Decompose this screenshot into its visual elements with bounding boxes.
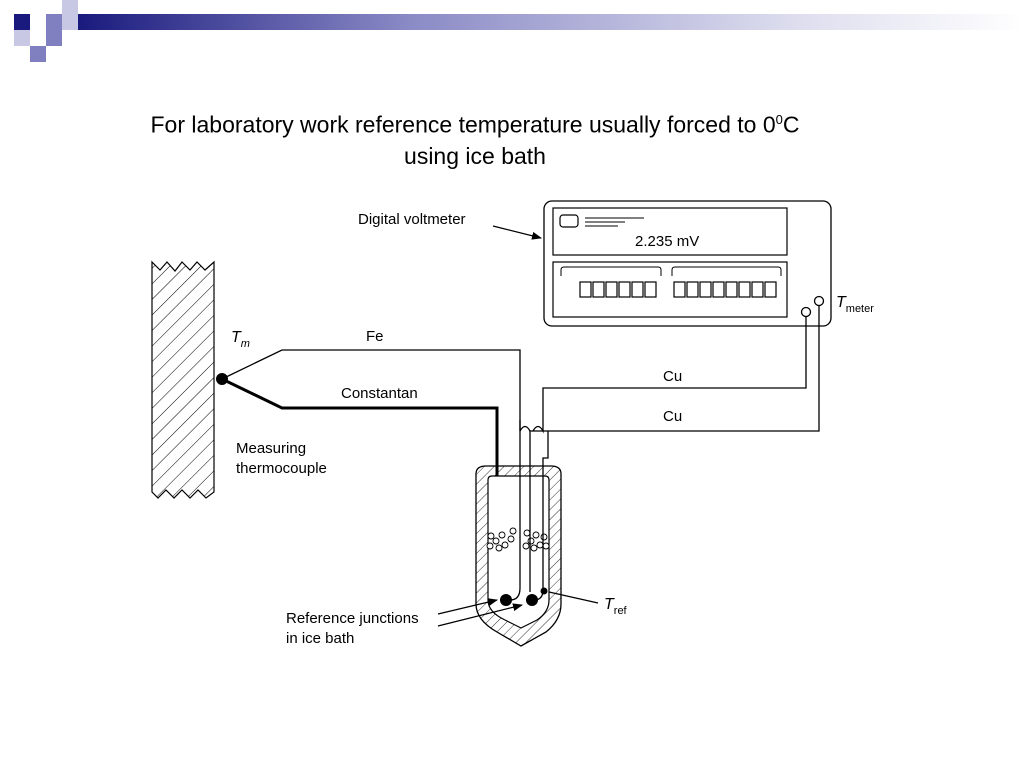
ice-piece <box>530 544 538 552</box>
ice-piece <box>501 541 509 549</box>
cu-label-upper: Cu <box>663 368 682 385</box>
ice-piece <box>507 535 515 543</box>
ice-piece <box>527 537 535 545</box>
voltmeter-reading: 2.235 mV <box>635 233 699 250</box>
keypad-button <box>712 281 725 298</box>
keypad-button <box>592 281 605 298</box>
keypad-button <box>686 281 699 298</box>
meter-terminal <box>813 295 825 307</box>
slide-title: For laboratory work reference temperatur… <box>100 104 850 172</box>
t-m-subscript: m <box>241 338 250 350</box>
banner-square <box>14 14 30 30</box>
t-m-symbol: T <box>231 329 242 346</box>
keypad-buttons-right <box>673 281 777 298</box>
constantan-label: Constantan <box>341 385 418 402</box>
keypad-button <box>764 281 777 298</box>
ice-bath-flask <box>475 420 562 647</box>
measuring-thermocouple-label-line1: Measuring <box>236 440 306 457</box>
cu-label-lower: Cu <box>663 408 682 425</box>
flask-inner-cavity <box>487 475 550 629</box>
banner-gradient-bar <box>78 14 1024 30</box>
wire-crossover-hop <box>519 425 531 432</box>
ice-piece <box>487 532 495 540</box>
ice-piece <box>495 544 503 552</box>
keypad-button <box>644 281 657 298</box>
title-line1-before: For laboratory work reference temperatur… <box>150 111 776 138</box>
measured-wall <box>151 260 215 499</box>
ice-piece <box>523 529 531 537</box>
ice-cubes <box>486 527 550 552</box>
keypad-button <box>579 281 592 298</box>
keypad-button <box>618 281 631 298</box>
ice-piece <box>540 533 548 541</box>
display-indicator-icon <box>559 214 579 228</box>
t-ref-symbol: T <box>604 596 615 613</box>
voltmeter-display <box>552 207 788 256</box>
banner-square <box>46 30 62 46</box>
t-meter-symbol: T <box>836 294 847 311</box>
title-degree-sup: 0 <box>775 112 783 127</box>
ice-piece <box>542 542 550 550</box>
measuring-junction-dot <box>216 373 228 385</box>
digital-voltmeter: 2.235 mV <box>543 200 832 327</box>
reference-junction-arrow <box>437 603 523 627</box>
constantan-wire <box>221 377 499 600</box>
ice-piece <box>492 537 500 545</box>
ice-piece <box>509 527 517 535</box>
banner-square <box>62 0 78 14</box>
keypad-button <box>605 281 618 298</box>
slide-banner <box>14 0 1024 62</box>
tref-sensor-dot <box>540 587 548 595</box>
tref-pointer-line <box>548 591 599 604</box>
banner-square <box>62 14 78 30</box>
reference-junctions-label-line1: Reference junctions <box>286 610 419 627</box>
voltmeter-label: Digital voltmeter <box>358 211 466 228</box>
ice-piece <box>536 541 544 549</box>
t-meter-label: Tmeter <box>836 294 874 315</box>
ice-piece <box>522 542 530 550</box>
reference-junction-dot <box>500 594 512 606</box>
t-m-label: Tm <box>231 329 250 350</box>
ice-piece <box>532 531 540 539</box>
reference-junctions-label-line2: in ice bath <box>286 630 354 647</box>
ice-piece <box>486 542 494 550</box>
wall-hatched-block <box>151 260 215 499</box>
keypad-button <box>631 281 644 298</box>
reference-junction-dot <box>526 594 538 606</box>
banner-square <box>14 30 30 46</box>
measuring-thermocouple-label-line2: thermocouple <box>236 460 327 477</box>
banner-square <box>46 14 62 30</box>
copper-leads <box>519 306 820 434</box>
title-line2: using ice bath <box>404 142 546 169</box>
banner-square <box>30 14 46 30</box>
keypad-button <box>699 281 712 298</box>
title-line1-after: C <box>782 111 800 138</box>
keypad-button <box>751 281 764 298</box>
wire-crossover-hop <box>532 420 544 434</box>
keypad-button <box>738 281 751 298</box>
cu-wire-lower <box>548 306 820 432</box>
keypad-buttons-left <box>579 281 657 298</box>
ice-piece <box>498 531 506 539</box>
meter-terminal <box>800 306 812 318</box>
t-ref-subscript: ref <box>614 605 628 617</box>
fe-wire <box>221 349 521 420</box>
keypad-group-bracket <box>671 266 782 276</box>
reference-junction-arrow <box>437 598 498 615</box>
keypad-button <box>673 281 686 298</box>
voltmeter-pointer-arrow <box>492 225 542 240</box>
fe-label: Fe <box>366 328 384 345</box>
keypad-group-bracket <box>560 266 662 276</box>
t-meter-subscript: meter <box>846 303 874 315</box>
cu-wire-upper <box>542 317 807 420</box>
keypad-button <box>725 281 738 298</box>
banner-square <box>30 46 46 62</box>
t-ref-label: Tref <box>604 596 628 617</box>
